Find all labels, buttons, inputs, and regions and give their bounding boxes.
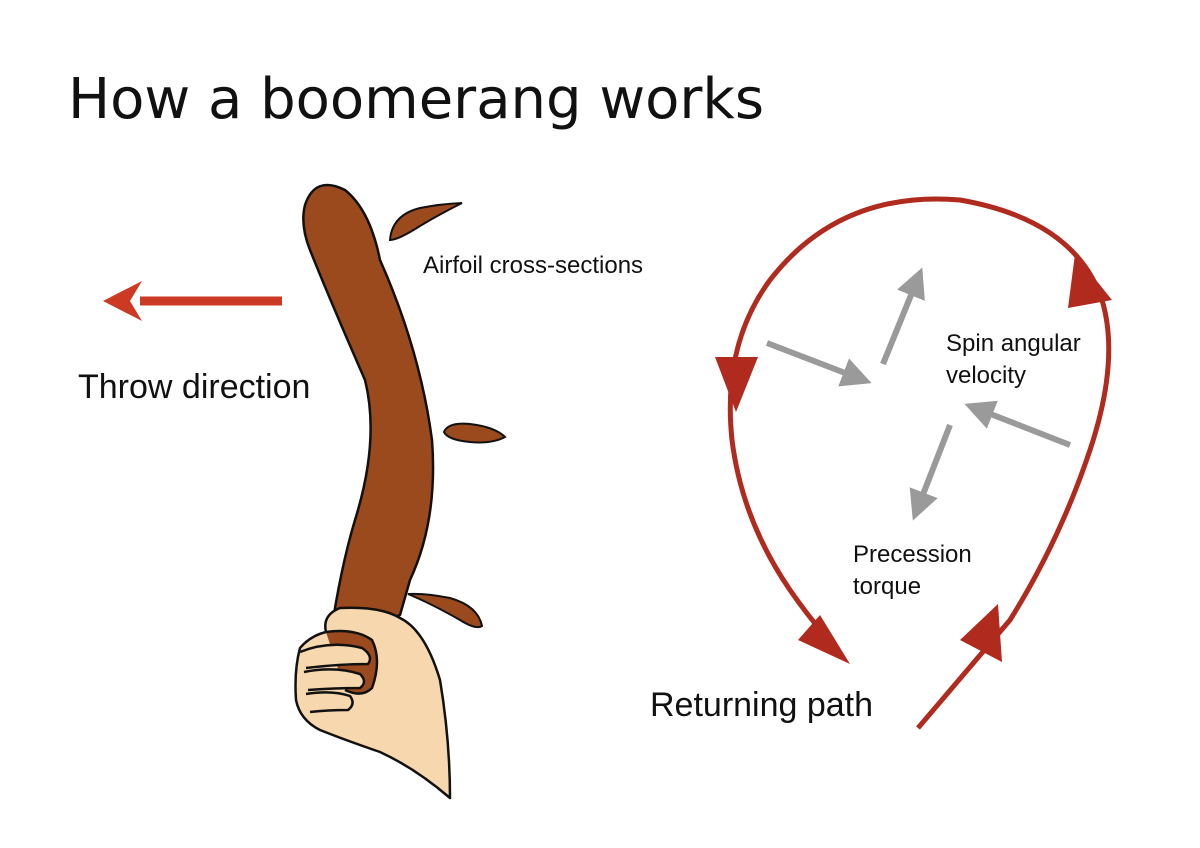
throw-direction-label: Throw direction bbox=[78, 368, 310, 406]
vector-arrows bbox=[765, 267, 1072, 521]
path-arrowhead-left bbox=[715, 357, 758, 412]
airfoil-section-top bbox=[388, 202, 463, 242]
returning-path-label: Returning path bbox=[650, 686, 873, 724]
page-title: How a boomerang works bbox=[68, 67, 764, 132]
torque-arrow-1 bbox=[964, 400, 1072, 448]
airfoil-cross-sections bbox=[388, 202, 507, 629]
returning-path-curve bbox=[727, 196, 1112, 730]
path-arrowhead-bottom-left bbox=[798, 615, 850, 664]
airfoil-section-bottom bbox=[407, 592, 484, 629]
torque-arrow-2 bbox=[909, 423, 953, 521]
path-arrowhead-right bbox=[1068, 254, 1112, 308]
hand-finger-1 bbox=[299, 643, 372, 670]
spin-arrow-2 bbox=[880, 267, 925, 366]
spin-angular-velocity-label-line2: velocity bbox=[946, 362, 1026, 389]
throw-direction-arrow bbox=[103, 281, 282, 321]
hand-finger-2 bbox=[303, 668, 366, 692]
hand-holding-icon bbox=[294, 606, 452, 800]
precession-torque-label-line1: Precession bbox=[853, 541, 972, 568]
airfoil-section-middle bbox=[442, 422, 507, 444]
spin-arrow-1 bbox=[765, 340, 872, 387]
airfoil-cross-sections-label: Airfoil cross-sections bbox=[423, 252, 643, 279]
hand-finger-3 bbox=[305, 691, 354, 714]
path-arrowhead-bottom-right bbox=[960, 604, 1002, 662]
returning-path bbox=[715, 196, 1112, 730]
spin-angular-velocity-label-line1: Spin angular bbox=[946, 330, 1081, 357]
boomerang-shape bbox=[302, 183, 435, 642]
precession-torque-label-line2: torque bbox=[853, 573, 921, 600]
